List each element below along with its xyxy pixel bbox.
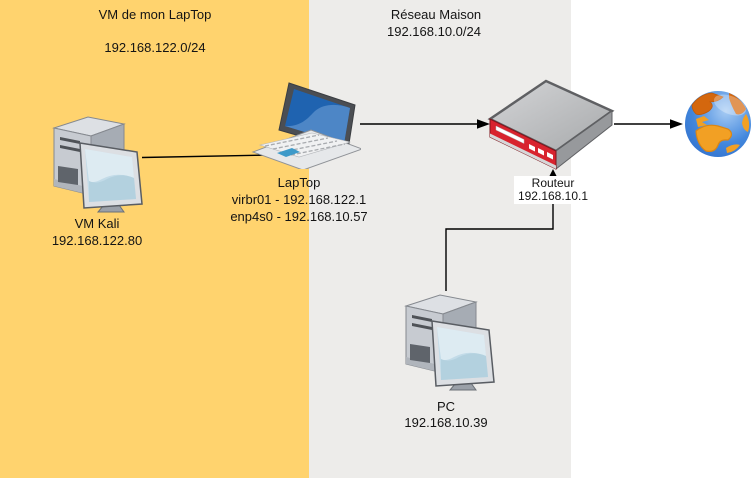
zone-home-subnet: 192.168.10.0/24 bbox=[387, 24, 481, 39]
arrowhead-laptop-router bbox=[477, 119, 490, 129]
zone-vm-network bbox=[0, 0, 309, 478]
laptop-name: LapTop bbox=[277, 175, 321, 190]
vm-kali-name: VM Kali bbox=[74, 216, 120, 231]
zone-home-network bbox=[309, 0, 571, 478]
router-ip: 192.168.10.1 bbox=[517, 189, 589, 203]
arrowhead-router-internet bbox=[670, 119, 683, 129]
zone-vm-subnet: 192.168.122.0/24 bbox=[104, 40, 206, 55]
laptop-interface-virbr01: virbr01 - 192.168.122.1 bbox=[231, 192, 367, 207]
router-label: Routeur 192.168.10.1 bbox=[513, 176, 593, 204]
zone-vm-title: VM de mon LapTop bbox=[98, 7, 212, 22]
router-name: Routeur bbox=[531, 176, 575, 190]
zone-home-title: Réseau Maison bbox=[390, 7, 482, 22]
pc-ip: 192.168.10.39 bbox=[404, 415, 488, 430]
laptop-interface-enp4s0: enp4s0 - 192.168.10.57 bbox=[230, 209, 368, 224]
connector-vmkali-laptop bbox=[141, 154, 272, 159]
laptop-icon bbox=[251, 82, 361, 169]
vm-kali-desktop-computer-icon bbox=[52, 116, 143, 213]
vm-kali-ip: 192.168.122.80 bbox=[51, 233, 143, 248]
router-icon bbox=[487, 79, 615, 171]
internet-globe-icon bbox=[685, 91, 751, 157]
pc-name: PC bbox=[436, 399, 456, 414]
pc-desktop-computer-icon bbox=[404, 294, 495, 391]
